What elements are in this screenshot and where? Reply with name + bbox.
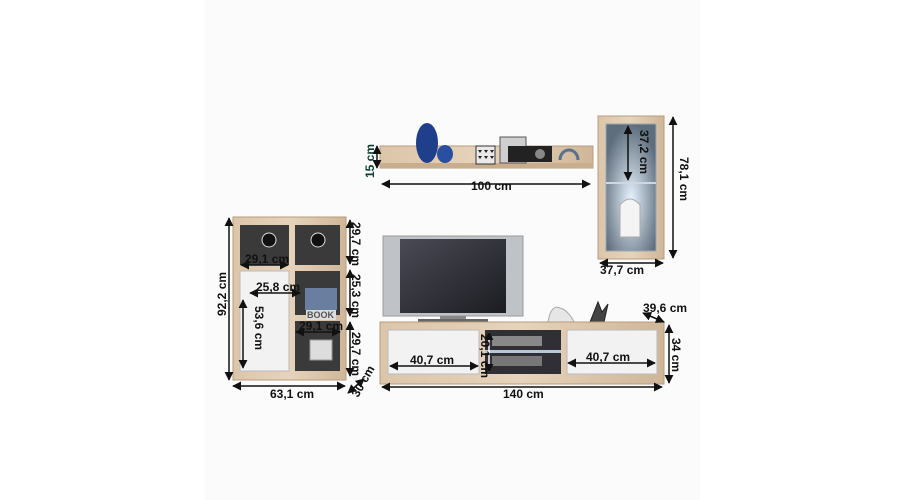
left-side-top-label: 29,7 cm (349, 222, 363, 266)
figurine-icon (547, 306, 575, 323)
decor-ball-icon (261, 232, 277, 248)
television (382, 235, 524, 322)
device-icon (492, 336, 542, 346)
left-side-low-label: 29,7 cm (349, 332, 363, 376)
left-mid-compartment-label: 25,8 cm (256, 280, 300, 294)
left-width-label: 63,1 cm (270, 387, 314, 401)
glass-cabinet (597, 115, 665, 260)
tv-center-shelf-label: 20,1 cm (478, 334, 492, 378)
tv-width-label: 140 cm (503, 387, 544, 401)
left-height-label: 92,2 cm (215, 272, 229, 316)
books-icon (305, 288, 337, 310)
headphones-icon (558, 148, 580, 161)
shelf-width-label: 100 cm (471, 179, 512, 193)
device-icon (492, 356, 542, 366)
radio-icon (508, 146, 552, 162)
frame-icon (309, 339, 333, 361)
tv-board (379, 321, 665, 385)
tv-left-drawer-label: 40,7 cm (410, 353, 454, 367)
box-icon (475, 145, 496, 165)
vase-icon (416, 123, 438, 163)
wall-shelf (379, 123, 594, 169)
tv-height-label: 34 cm (669, 338, 683, 372)
figurine-icon (589, 300, 609, 323)
left-low-compartment-label: 29,1 cm (299, 319, 343, 333)
tv-depth-label: 39,6 cm (643, 301, 687, 315)
decor-ball-icon (310, 232, 326, 248)
tv-left-drawer (387, 329, 480, 375)
vase-icon (437, 145, 453, 163)
cabinet-height-label: 78,1 cm (677, 157, 691, 201)
left-highboard: BOOK (232, 216, 347, 381)
left-top-compartment-label: 29,1 cm (245, 252, 289, 266)
tv-right-drawer-label: 40,7 cm (586, 350, 630, 364)
left-door-height-label: 53,6 cm (252, 306, 266, 350)
cabinet-width-label: 37,7 cm (600, 263, 644, 277)
book-text: BOOK (307, 310, 335, 320)
shelf-height-label: 15 cm (363, 144, 377, 178)
left-side-mid-label: 25,3 cm (349, 274, 363, 318)
cabinet-inner-label: 37,2 cm (637, 130, 651, 174)
